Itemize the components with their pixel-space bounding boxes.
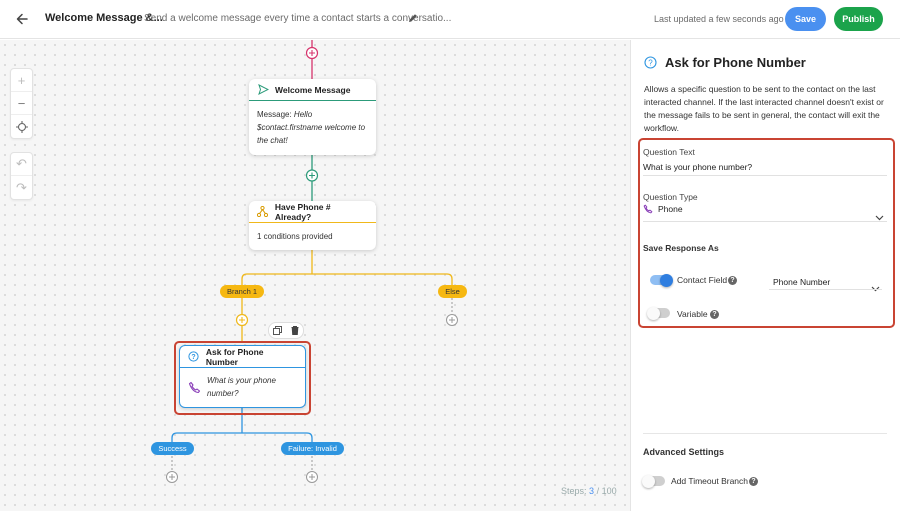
contact-field-label: Contact Field: [677, 275, 728, 285]
chevron-down-icon[interactable]: [871, 279, 880, 297]
phone-icon: [188, 381, 201, 394]
node-ask-phone[interactable]: ? Ask for Phone Number What is your phon…: [179, 345, 306, 408]
node-body: What is your phone number?: [180, 368, 305, 407]
help-icon[interactable]: ?: [749, 477, 758, 486]
node-header: Welcome Message: [249, 79, 376, 101]
message-label: Message:: [257, 110, 292, 119]
send-icon: [257, 84, 269, 96]
node-header: Have Phone # Already?: [249, 201, 376, 223]
node-title: Ask for Phone Number: [205, 346, 264, 367]
chevron-down-icon[interactable]: [875, 208, 884, 226]
question-text-label: Question Text: [643, 147, 695, 157]
zoom-controls: + −: [10, 68, 33, 139]
node-condition[interactable]: Have Phone # Already? 1 conditions provi…: [249, 201, 376, 250]
panel-description: Allows a specific question to be sent to…: [644, 84, 884, 133]
workflow-title[interactable]: Welcome Message &...: [45, 12, 163, 24]
steps-counter: Steps: 3 / 100: [561, 486, 617, 496]
top-bar: Welcome Message &... Send a welcome mess…: [0, 0, 900, 39]
branch-label-branch1[interactable]: Branch 1: [220, 285, 264, 298]
selection-outline: [174, 341, 311, 415]
branch-label-success[interactable]: Success: [151, 442, 194, 455]
message-text: Hello $contact.firstname welcome to the …: [257, 110, 366, 145]
node-title: Have Phone # Already?: [274, 201, 331, 222]
question-text-field[interactable]: What is your phone number?: [643, 162, 753, 172]
save-button[interactable]: Save: [785, 7, 826, 31]
question-text: What is your phone number?: [207, 376, 276, 398]
node-settings-panel: ? Ask for Phone Number Allows a specific…: [630, 40, 900, 511]
panel-header: ? Ask for Phone Number: [644, 55, 806, 70]
last-updated-status: Last updated a few seconds ago: [654, 14, 784, 24]
svg-text:?: ?: [192, 354, 196, 361]
node-body: 1 conditions provided: [257, 232, 333, 241]
contact-field-toggle[interactable]: [650, 273, 673, 287]
redo-icon[interactable]: ↷: [16, 179, 27, 195]
branch-label-else[interactable]: Else: [438, 285, 467, 298]
variable-toggle[interactable]: [647, 306, 670, 320]
variable-label: Variable: [677, 309, 708, 319]
help-icon[interactable]: ?: [728, 276, 737, 285]
zoom-out-icon[interactable]: −: [11, 92, 32, 115]
zoom-in-icon[interactable]: +: [11, 69, 32, 92]
branch-icon: [257, 206, 269, 218]
workflow-canvas[interactable]: + − ↶ ↷ Welcome Message Message: Hello $…: [0, 40, 630, 511]
svg-text:?: ?: [648, 58, 653, 67]
timeout-branch-toggle[interactable]: [642, 474, 665, 488]
undo-icon[interactable]: ↶: [11, 153, 32, 176]
steps-max: / 100: [596, 486, 617, 496]
field-underline: [643, 175, 887, 176]
workflow-description[interactable]: Send a welcome message every time a cont…: [144, 13, 452, 24]
node-welcome-message[interactable]: Welcome Message Message: Hello $contact.…: [249, 79, 376, 155]
branch-label-failure[interactable]: Failure: Invalid: [281, 442, 344, 455]
panel-title: Ask for Phone Number: [665, 55, 806, 70]
form-highlight: [638, 138, 895, 328]
phone-icon: [643, 204, 653, 214]
question-type-value: Phone: [658, 204, 683, 214]
advanced-settings-label: Advanced Settings: [643, 447, 725, 457]
question-type-select[interactable]: Phone: [643, 204, 683, 214]
history-controls: ↶ ↷: [10, 152, 33, 200]
steps-used: 3: [589, 486, 595, 496]
node-title: Welcome Message: [275, 84, 351, 95]
connector-lines: [166, 40, 458, 483]
question-type-label: Question Type: [643, 192, 698, 202]
field-underline: [769, 289, 882, 290]
publish-button[interactable]: Publish: [834, 7, 883, 31]
node-header: ? Ask for Phone Number: [180, 346, 305, 368]
copy-icon[interactable]: [273, 322, 283, 340]
timeout-branch-label: Add Timeout Branch: [671, 476, 749, 486]
recenter-icon[interactable]: [11, 115, 32, 138]
save-response-label: Save Response As: [643, 243, 719, 253]
pencil-icon[interactable]: [407, 11, 421, 25]
back-arrow-icon[interactable]: [12, 9, 32, 29]
question-icon: ?: [188, 351, 200, 363]
question-icon: ?: [644, 56, 657, 69]
node-body: Message: Hello $contact.firstname welcom…: [249, 101, 376, 154]
trash-icon[interactable]: [291, 322, 299, 340]
contact-field-select[interactable]: Phone Number: [773, 277, 831, 287]
panel-divider: [643, 433, 887, 434]
help-icon[interactable]: ?: [710, 310, 719, 319]
field-underline: [643, 221, 887, 222]
node-mini-toolbar: [268, 322, 304, 339]
